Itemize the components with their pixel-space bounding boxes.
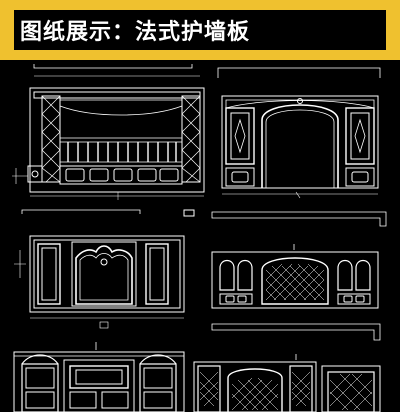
drawing-lattice-arch xyxy=(211,244,381,341)
drawing-mirror-panel xyxy=(14,235,185,329)
drawing-section-profiles xyxy=(21,209,387,227)
drawing-lattice-wall xyxy=(193,354,381,412)
cad-drawings-canvas xyxy=(12,64,387,412)
drawing-cabinet-wall xyxy=(13,342,185,412)
page-title: 图纸展示：法式护墙板 xyxy=(20,20,251,45)
title-banner: 图纸展示：法式护墙板 xyxy=(0,0,400,60)
drawing-arched-panel xyxy=(217,67,381,199)
title-box: 图纸展示：法式护墙板 xyxy=(14,10,386,50)
drawing-panel-railing xyxy=(12,64,205,200)
